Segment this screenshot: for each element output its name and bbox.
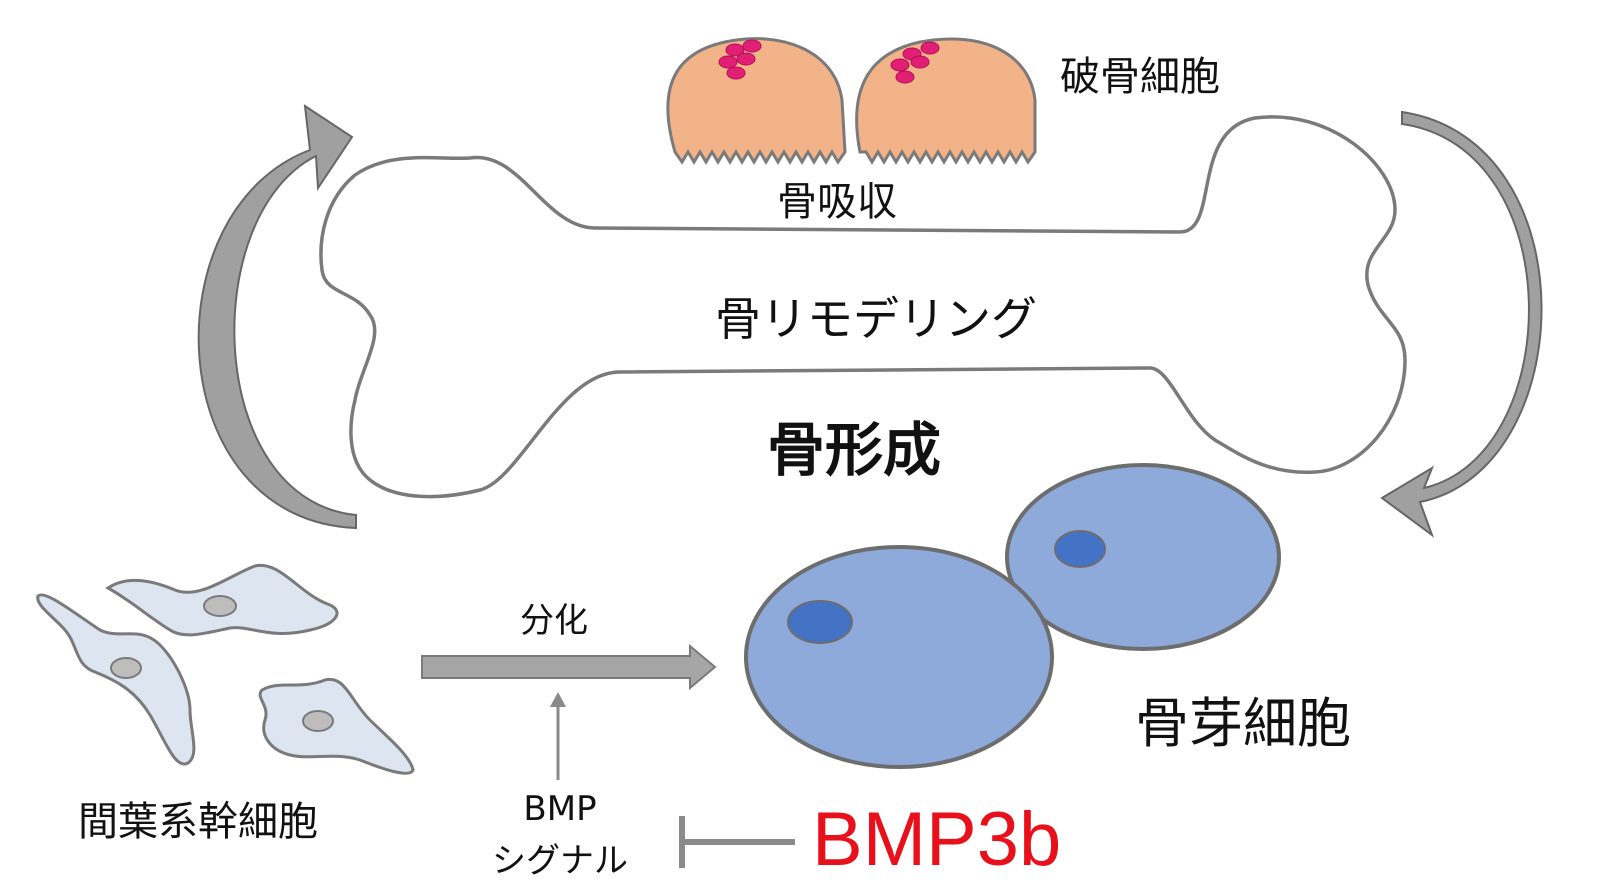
cell-nucleus: [110, 657, 142, 679]
cell-nucleus: [203, 595, 237, 617]
bmp-signal-label-line1: BMP: [523, 789, 596, 829]
inhibition-symbol: [679, 816, 795, 868]
osteoclast-nuclei: [890, 41, 940, 84]
osteoclast-label: 破骨細胞: [1060, 54, 1220, 100]
cell-nucleus: [302, 710, 334, 732]
bmp-signal-arrow: [550, 692, 566, 780]
bone-resorption-label: 骨吸収: [777, 179, 897, 225]
osteoblast-cell: [744, 545, 1054, 769]
msc-label: 間葉系幹細胞: [78, 799, 318, 845]
osteoblast-nucleus: [1054, 530, 1106, 568]
mesenchymal-stem-cell: [36, 593, 196, 766]
bmp-signal-label-line2: シグナル: [492, 841, 628, 881]
differentiation-label: 分化: [520, 601, 588, 641]
differentiation-arrow: [421, 643, 717, 691]
osteoclast-cell: [666, 37, 847, 165]
right-cycle-arrow: [1380, 110, 1543, 538]
osteoclast-cell: [855, 37, 1037, 165]
bmp3b-label: BMP3b: [812, 797, 1061, 882]
mesenchymal-stem-cell: [258, 677, 415, 775]
bone-formation-label: 骨形成: [767, 416, 941, 484]
left-cycle-arrow: [197, 103, 357, 530]
mesenchymal-stem-cell: [105, 563, 339, 637]
osteoblast-cell: [1005, 463, 1281, 651]
osteoclast-nuclei: [718, 39, 762, 80]
osteoblast-nucleus: [787, 600, 853, 644]
osteoblast-label: 骨芽細胞: [1135, 692, 1351, 755]
bone-remodeling-label: 骨リモデリング: [715, 292, 1037, 346]
bone-outline: [319, 115, 1407, 499]
